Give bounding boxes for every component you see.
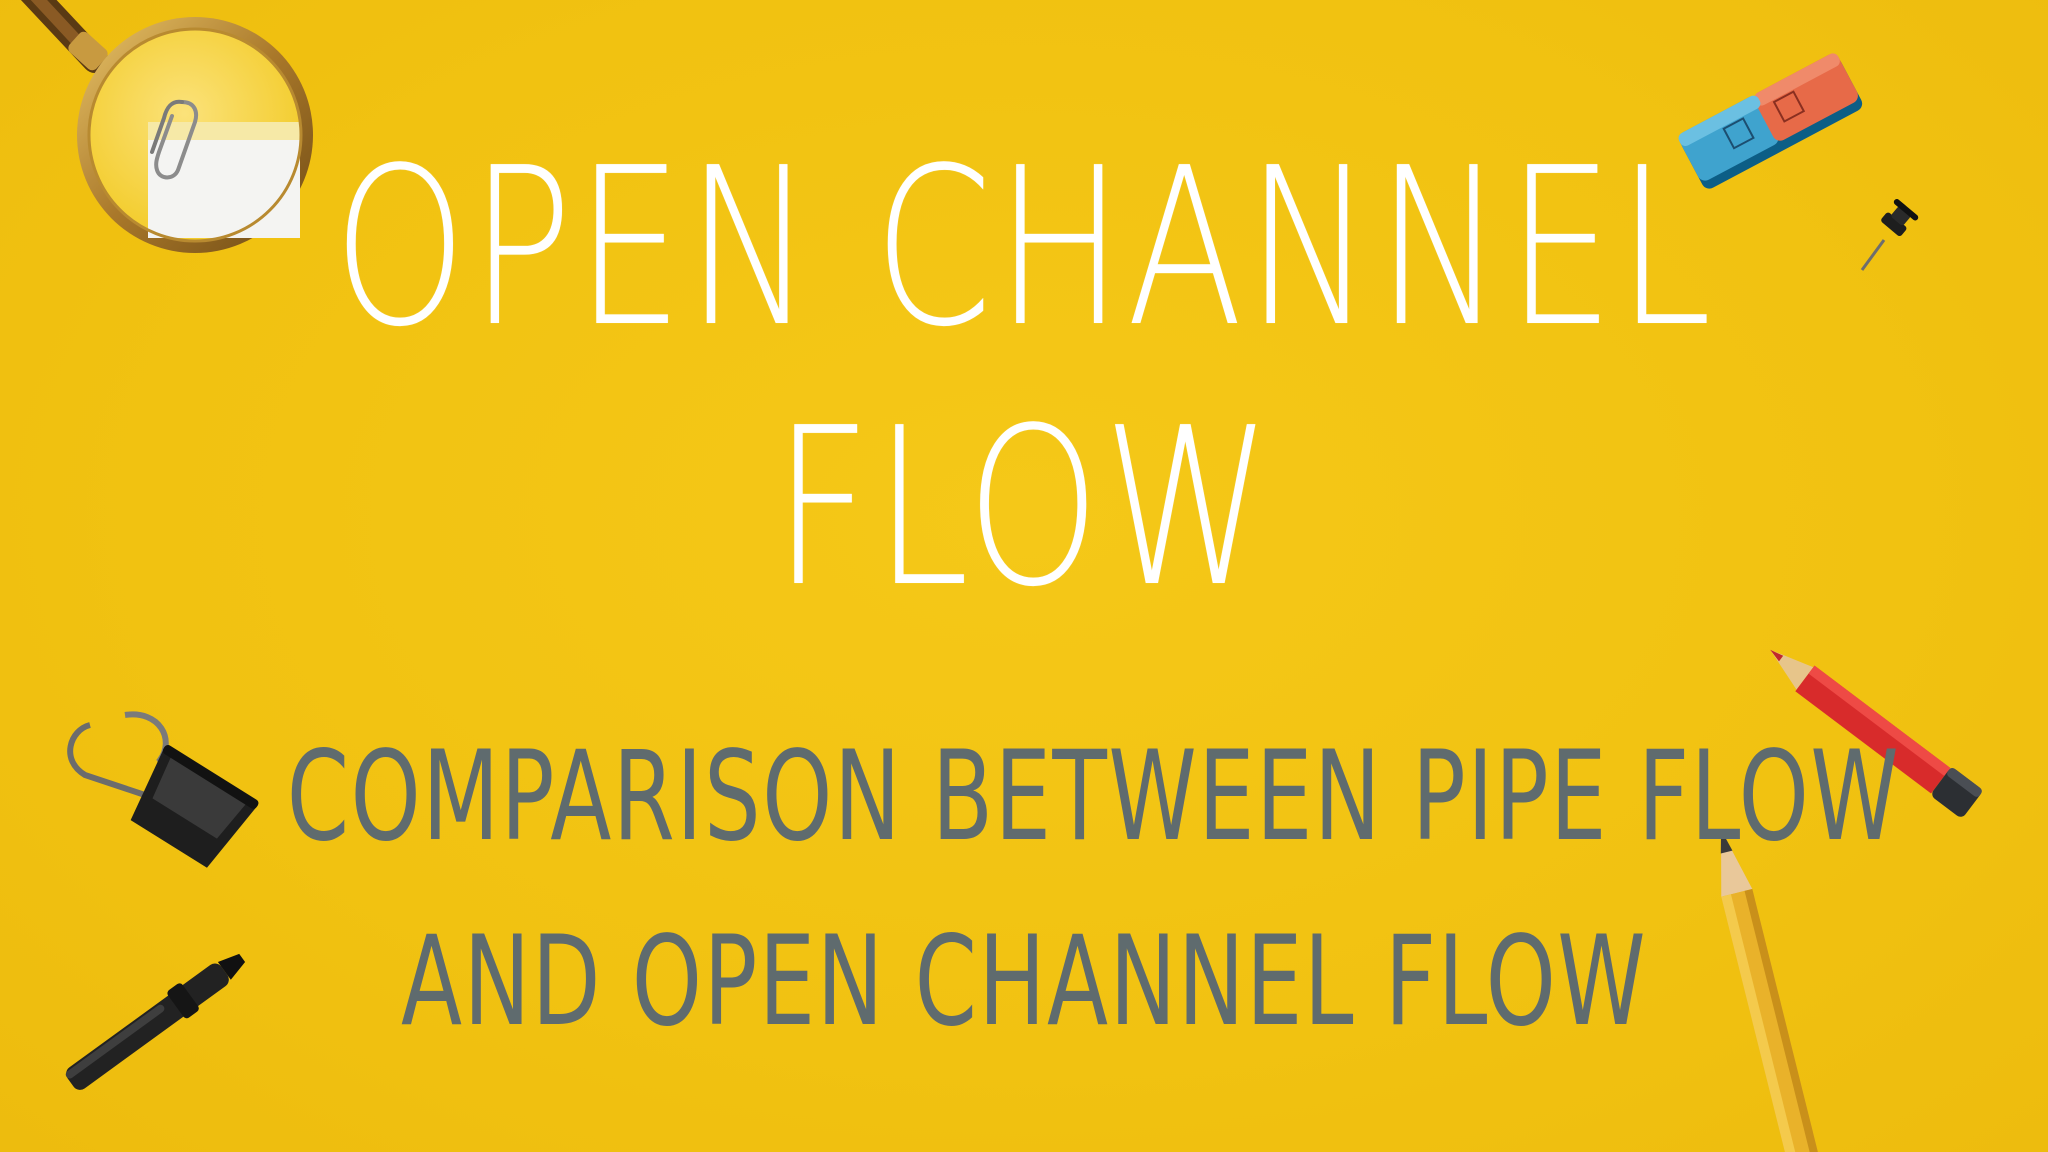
binder-clip-icon <box>67 711 259 868</box>
subtitle-line-1: COMPARISON BETWEEN PIPE FLOW <box>286 725 1901 869</box>
paperclip-icon <box>150 99 199 180</box>
magnifying-glass-icon <box>20 0 313 253</box>
subtitle-line-2: AND OPEN CHANNEL FLOW <box>400 910 1648 1054</box>
push-pin-icon <box>1860 199 1919 271</box>
red-pencil-icon <box>1770 649 1982 817</box>
eraser-icon <box>1678 53 1863 189</box>
title-line-2: FLOW <box>773 382 1275 635</box>
title-line-1: OPEN CHANNEL <box>333 122 1715 375</box>
yellow-pencil-icon <box>1720 829 1821 1152</box>
marker-pen-icon <box>65 953 246 1090</box>
